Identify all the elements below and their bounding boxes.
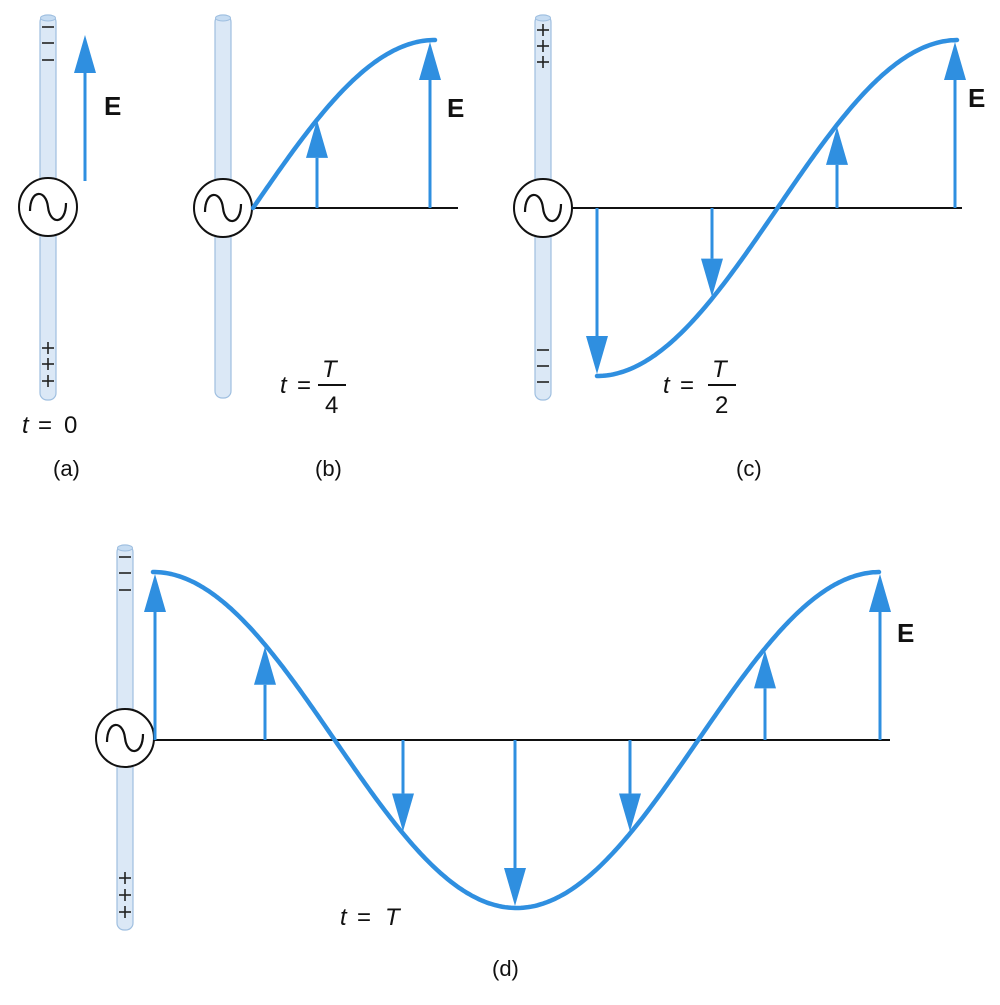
field-arrow-d — [144, 574, 166, 740]
time-var: t — [663, 372, 671, 399]
time-label-c: t = T 2 — [663, 356, 736, 419]
field-arrow-d — [754, 650, 776, 740]
ac-source-icon — [193, 178, 253, 238]
antenna-rod-top — [117, 544, 133, 552]
arrow-head — [392, 793, 414, 832]
caption-d: (d) — [492, 956, 519, 981]
time-value: T — [385, 904, 402, 931]
time-label-d: t = T — [340, 904, 402, 931]
field-arrow-a — [74, 35, 96, 181]
arrow-head — [254, 646, 276, 685]
field-label-a: E — [104, 91, 121, 121]
arrow-head — [869, 574, 891, 612]
antenna-rod-top — [40, 14, 56, 22]
field-label-b: E — [447, 93, 464, 123]
field-arrow-c — [826, 126, 848, 208]
arrow-head — [144, 574, 166, 613]
field-arrow-d — [869, 574, 891, 740]
arrow-head — [826, 126, 848, 165]
wave-curve-c — [594, 37, 960, 379]
field-arrow-d — [619, 740, 641, 832]
caption-a: (a) — [53, 456, 80, 481]
arrow-head — [944, 42, 966, 81]
field-arrow-b — [306, 119, 328, 208]
sine-wave-symbol — [523, 193, 563, 223]
field-arrow-d — [254, 646, 276, 740]
time-var: t — [22, 412, 30, 439]
time-var: t — [340, 904, 348, 931]
time-numerator: T — [322, 356, 339, 383]
field-arrow-d — [392, 740, 414, 832]
antenna-rod-top — [215, 14, 231, 22]
field-arrow-c — [586, 208, 608, 374]
time-denominator: 4 — [325, 392, 338, 419]
time-denominator: 2 — [715, 392, 728, 419]
wave-curve-b — [250, 37, 438, 211]
time-label-b: t = T 4 — [280, 356, 346, 419]
time-value: 0 — [64, 412, 77, 439]
field-arrow-d — [504, 740, 526, 906]
arrow-head — [701, 258, 723, 297]
equals-sign: = — [297, 372, 311, 399]
field-label-c: E — [968, 83, 985, 113]
arrow-head — [504, 867, 526, 906]
equals-sign: = — [357, 904, 371, 931]
arrow-head — [619, 793, 641, 832]
wave-curve-d — [150, 569, 882, 911]
caption-c: (c) — [736, 456, 762, 481]
field-arrow-b — [419, 42, 441, 208]
field-arrow-c — [944, 42, 966, 208]
arrow-head — [586, 336, 608, 374]
equals-sign: = — [38, 412, 52, 439]
time-numerator: T — [712, 356, 729, 383]
arrow-head — [306, 119, 328, 158]
ac-source-icon — [95, 708, 155, 768]
time-var: t — [280, 372, 288, 399]
arrow-head — [74, 35, 96, 73]
ac-source-icon — [18, 177, 78, 237]
caption-b: (b) — [315, 456, 342, 481]
field-arrow-c — [701, 208, 723, 297]
field-label-d: E — [897, 618, 914, 648]
time-label-a: t = 0 — [22, 412, 77, 439]
sine-wave-symbol — [28, 192, 68, 222]
arrow-head — [419, 42, 441, 80]
sine-wave-symbol — [105, 723, 145, 753]
antenna-rod-top — [535, 14, 551, 22]
ac-source-icon — [513, 178, 573, 238]
sine-wave-symbol — [203, 193, 243, 223]
arrow-head — [754, 650, 776, 689]
equals-sign: = — [680, 372, 694, 399]
